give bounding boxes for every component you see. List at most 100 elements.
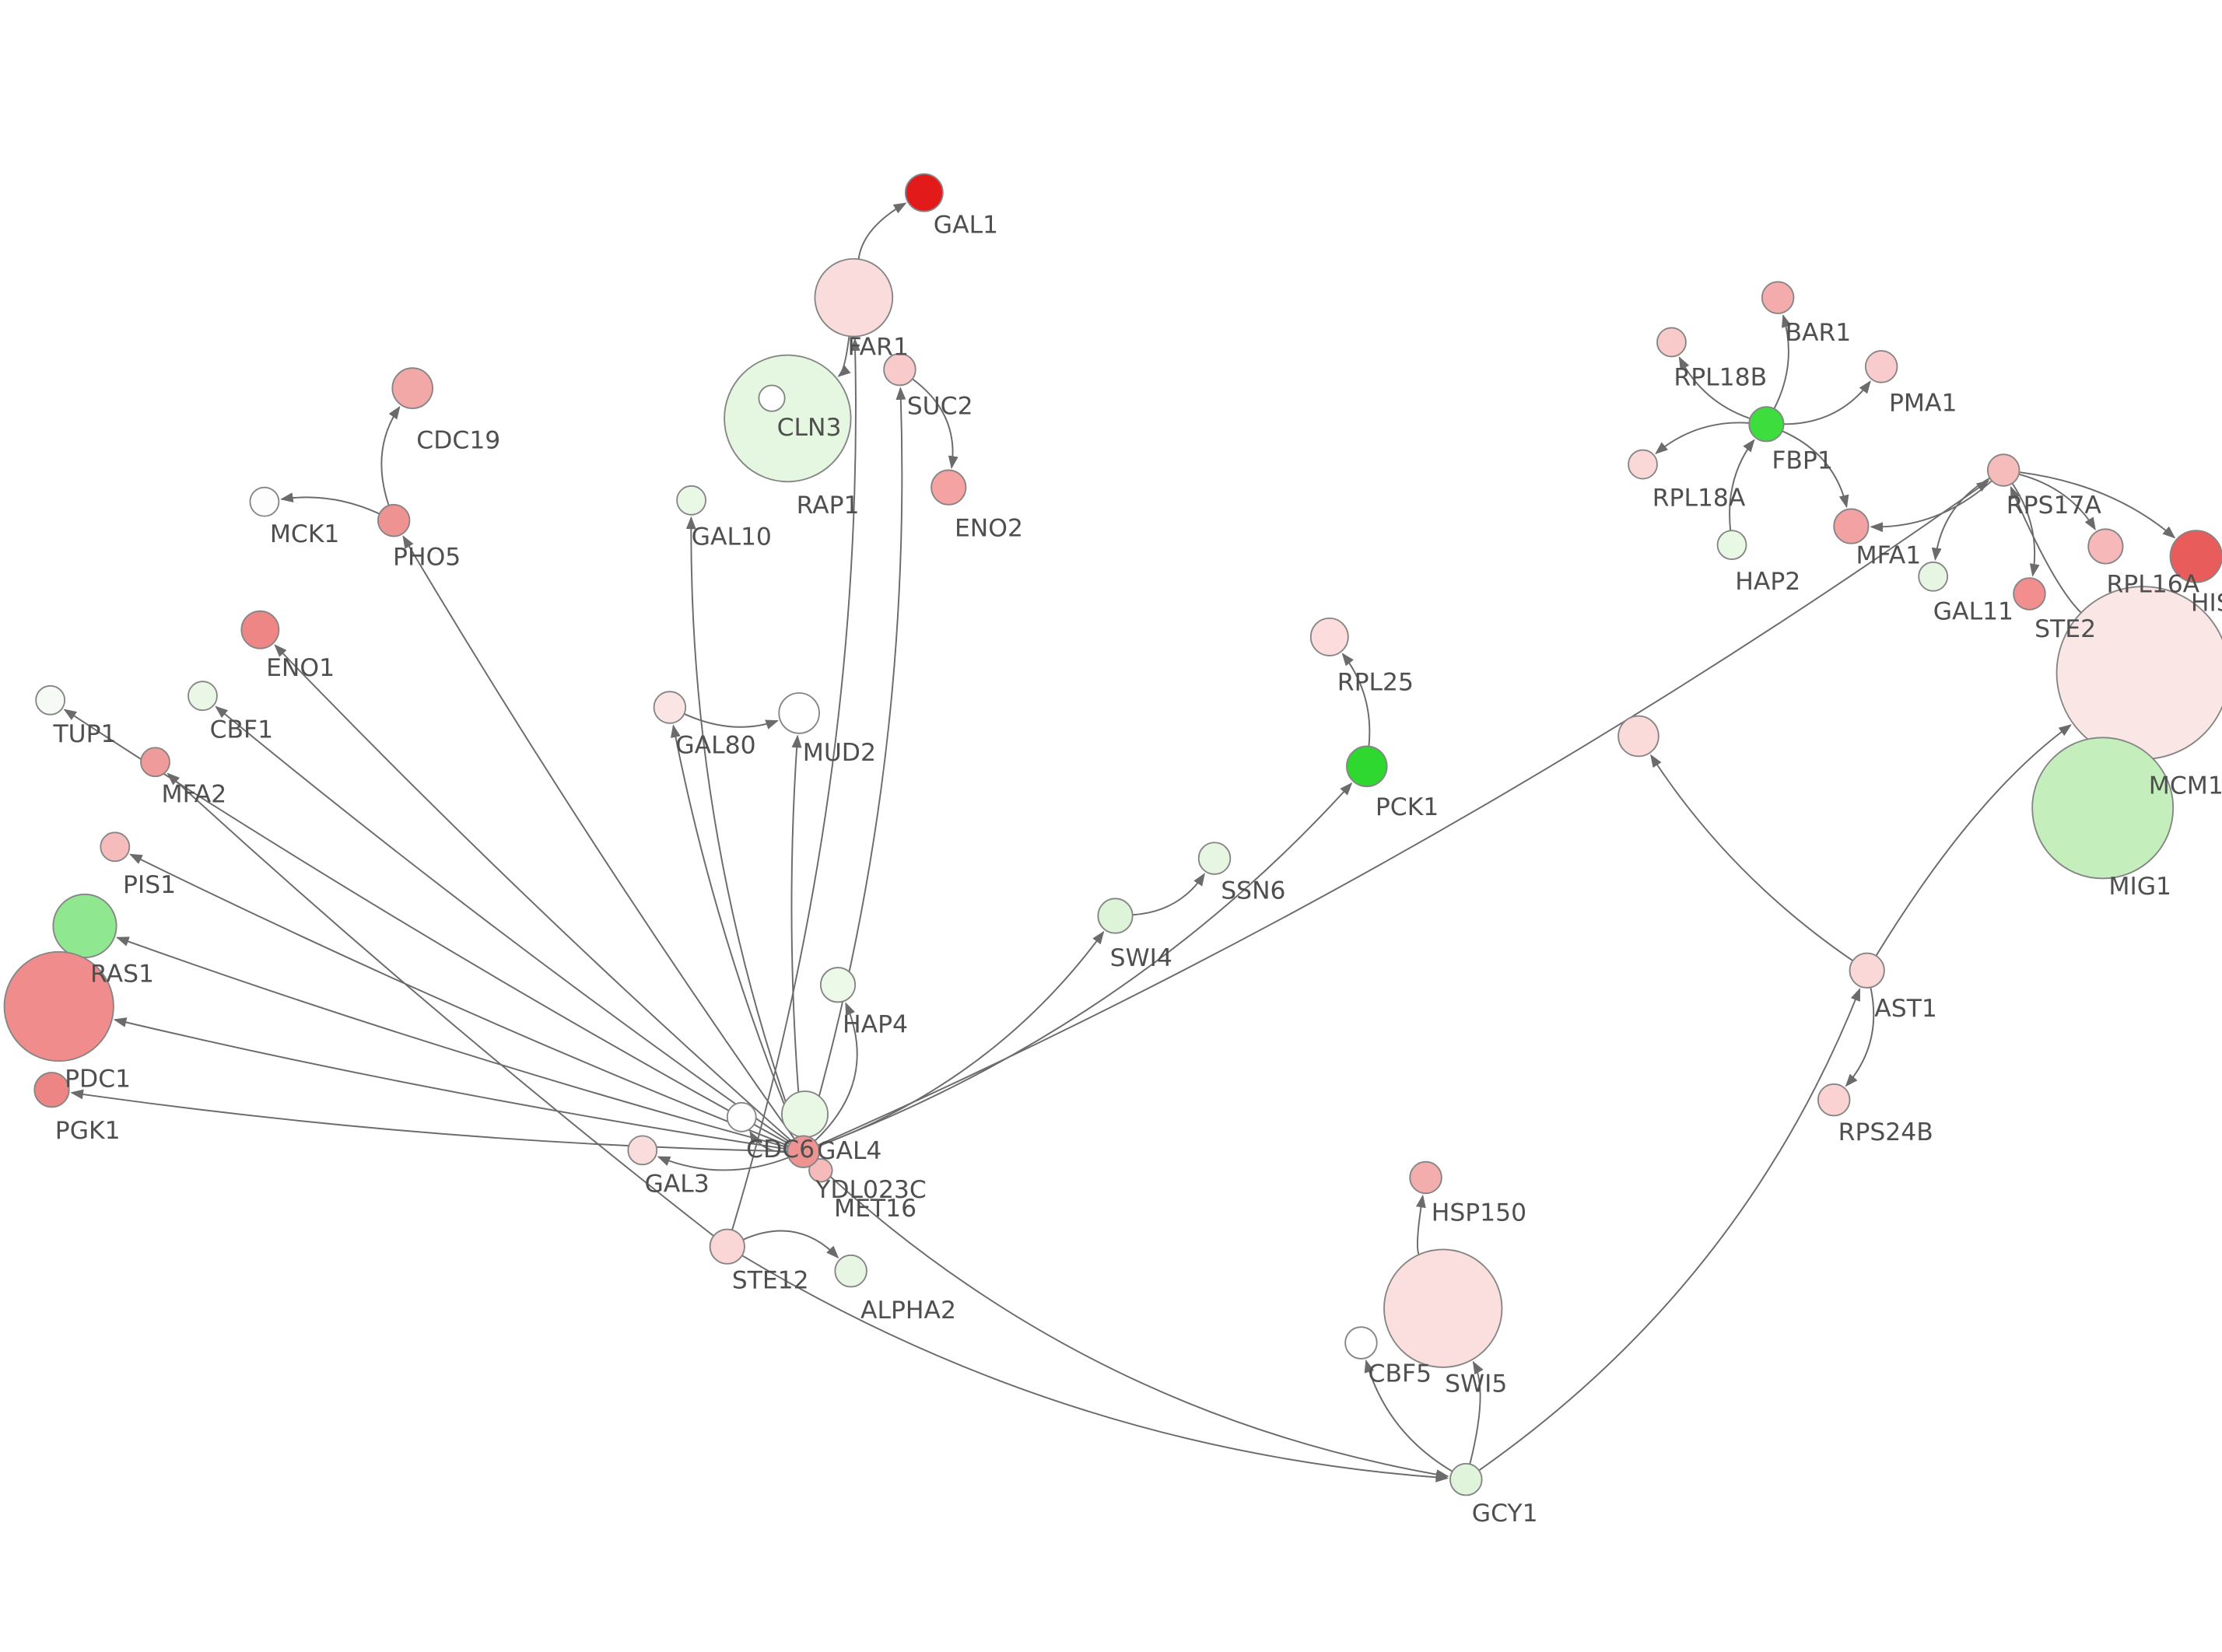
node-RPL18A[interactable] xyxy=(1628,449,1658,480)
node-CBF1[interactable] xyxy=(188,681,218,712)
node-HSP150[interactable] xyxy=(1409,1160,1442,1195)
node-AST1[interactable] xyxy=(1849,952,1885,989)
node-PGK1[interactable] xyxy=(33,1072,70,1108)
node-label-MET16: MET16 xyxy=(834,1195,916,1223)
node-label-CBF5: CBF5 xyxy=(1369,1360,1432,1388)
node-MFA2[interactable] xyxy=(140,747,170,778)
node-label-AST1: AST1 xyxy=(1874,995,1937,1023)
node-GAL80[interactable] xyxy=(653,691,687,724)
node-label-RAS1: RAS1 xyxy=(90,961,154,989)
node-CDC19[interactable] xyxy=(391,367,433,409)
node-label-FBP1: FBP1 xyxy=(1772,447,1833,475)
node-MIG1[interactable] xyxy=(2031,737,2175,880)
node-label-HSP150: HSP150 xyxy=(1432,1199,1526,1227)
node-label-RPL16A: RPL16A xyxy=(2106,571,2199,599)
node-GCY1[interactable] xyxy=(1449,1462,1483,1496)
edge-GAL4-YDL023C xyxy=(749,1130,788,1153)
node-label-GAL11: GAL11 xyxy=(1933,598,2013,626)
edge-RPS17A-MFA1 xyxy=(1870,480,1992,533)
node-label-ALPHA2: ALPHA2 xyxy=(860,1297,956,1325)
node-PCK1[interactable] xyxy=(1346,745,1388,788)
node-HIS4[interactable] xyxy=(2169,530,2222,583)
node-label-CDC6: CDC6 xyxy=(746,1136,815,1164)
node-PDC1[interactable] xyxy=(3,950,114,1062)
node-MFA1[interactable] xyxy=(1833,508,1870,544)
edge-FBP1-RPL18B xyxy=(1678,356,1751,420)
node-label-HIS4: HIS4 xyxy=(2191,590,2222,618)
node-label-PCK1: PCK1 xyxy=(1376,793,1439,821)
edge-FAR1-CLN3 xyxy=(837,336,851,377)
node-PMA1[interactable] xyxy=(1864,350,1898,383)
node-label-TUP1: TUP1 xyxy=(52,720,116,748)
node-ENO1[interactable] xyxy=(240,610,280,649)
edge-GAL4-PCK1 xyxy=(818,782,1353,1147)
edge-GCY1-SWI5 xyxy=(1469,1360,1484,1465)
node-GAL10[interactable] xyxy=(676,485,706,516)
edge-GAL4-PIS1 xyxy=(129,853,790,1147)
node-CDC6[interactable] xyxy=(781,1090,829,1139)
node-RPL18B[interactable] xyxy=(1656,327,1687,358)
edge-HAP2-FBP1 xyxy=(1729,439,1755,531)
node-SUC2[interactable] xyxy=(883,352,916,387)
node-GAL3[interactable] xyxy=(627,1135,658,1166)
node-FAR1[interactable] xyxy=(814,257,894,338)
node-label-HAP2: HAP2 xyxy=(1735,568,1800,596)
edge-SUC2-ENO2 xyxy=(912,378,959,469)
node-MUD2[interactable] xyxy=(778,692,820,734)
node-YDL023C[interactable] xyxy=(726,1101,757,1132)
node-ALPHA2[interactable] xyxy=(834,1254,867,1288)
node-ENO2[interactable] xyxy=(931,469,967,506)
edge-STE12-MFA2 xyxy=(166,772,714,1237)
node-label-PGK1: PGK1 xyxy=(55,1117,121,1145)
node-MET16[interactable] xyxy=(808,1158,833,1183)
node-label-SWI4: SWI4 xyxy=(1110,944,1172,972)
node-BAR1[interactable] xyxy=(1761,281,1795,314)
node-label-GCY1: GCY1 xyxy=(1472,1500,1538,1528)
node-label-CLN3: CLN3 xyxy=(777,414,842,442)
node-N1[interactable] xyxy=(1617,715,1659,758)
node-TUP1[interactable] xyxy=(35,684,66,716)
edge-RPS17A-RPL16A xyxy=(2018,473,2096,531)
node-CBF5[interactable] xyxy=(1344,1326,1378,1360)
node-HAP2[interactable] xyxy=(1716,530,1747,561)
node-PIS1[interactable] xyxy=(100,831,131,863)
node-SWI5[interactable] xyxy=(1383,1248,1503,1368)
edge-AST1-MCM1 xyxy=(1875,724,2072,957)
edge-STE12-GCY1 xyxy=(741,1255,1449,1482)
node-STE2[interactable] xyxy=(2013,577,2046,611)
node-label-PDC1: PDC1 xyxy=(65,1066,131,1094)
node-GAL4[interactable] xyxy=(787,1135,820,1168)
node-MCK1[interactable] xyxy=(249,486,280,517)
edge-GAL4-GCY1 xyxy=(814,1161,1449,1480)
node-STE12[interactable] xyxy=(709,1228,745,1265)
edge-FBP1-PMA1 xyxy=(1783,380,1871,425)
node-label-RPL18A: RPL18A xyxy=(1652,485,1746,513)
node-FBP1[interactable] xyxy=(1748,406,1785,443)
node-label-SUC2: SUC2 xyxy=(907,392,973,420)
node-label-SSN6: SSN6 xyxy=(1221,877,1285,905)
node-RAP1[interactable] xyxy=(758,384,786,412)
edges-layer xyxy=(63,202,2176,1482)
node-RPS17A[interactable] xyxy=(1986,453,2020,487)
edge-GAL4-GAL80 xyxy=(670,724,798,1138)
edge-STE12-FAR1 xyxy=(731,338,860,1230)
node-GAL11[interactable] xyxy=(1918,561,1949,592)
node-RPL25[interactable] xyxy=(1309,617,1349,656)
node-SWI4[interactable] xyxy=(1097,898,1134,934)
edge-RPS17A-HIS4 xyxy=(2019,471,2176,539)
node-CLN3[interactable] xyxy=(724,354,852,483)
node-GAL1[interactable] xyxy=(904,173,944,212)
node-label-GAL80: GAL80 xyxy=(675,732,755,760)
node-PHO5[interactable] xyxy=(377,503,411,537)
node-SSN6[interactable] xyxy=(1197,842,1232,875)
edge-GAL4-PDC1 xyxy=(113,1017,788,1150)
node-label-ENO1: ENO1 xyxy=(266,654,335,682)
edge-GAL4-ENO1 xyxy=(274,644,793,1142)
node-RPL16A[interactable] xyxy=(2087,528,2124,565)
node-RPS24B[interactable] xyxy=(1817,1083,1851,1117)
node-HAP4[interactable] xyxy=(819,967,857,1003)
node-label-MCM1: MCM1 xyxy=(2149,772,2222,800)
node-RAS1[interactable] xyxy=(52,893,117,959)
